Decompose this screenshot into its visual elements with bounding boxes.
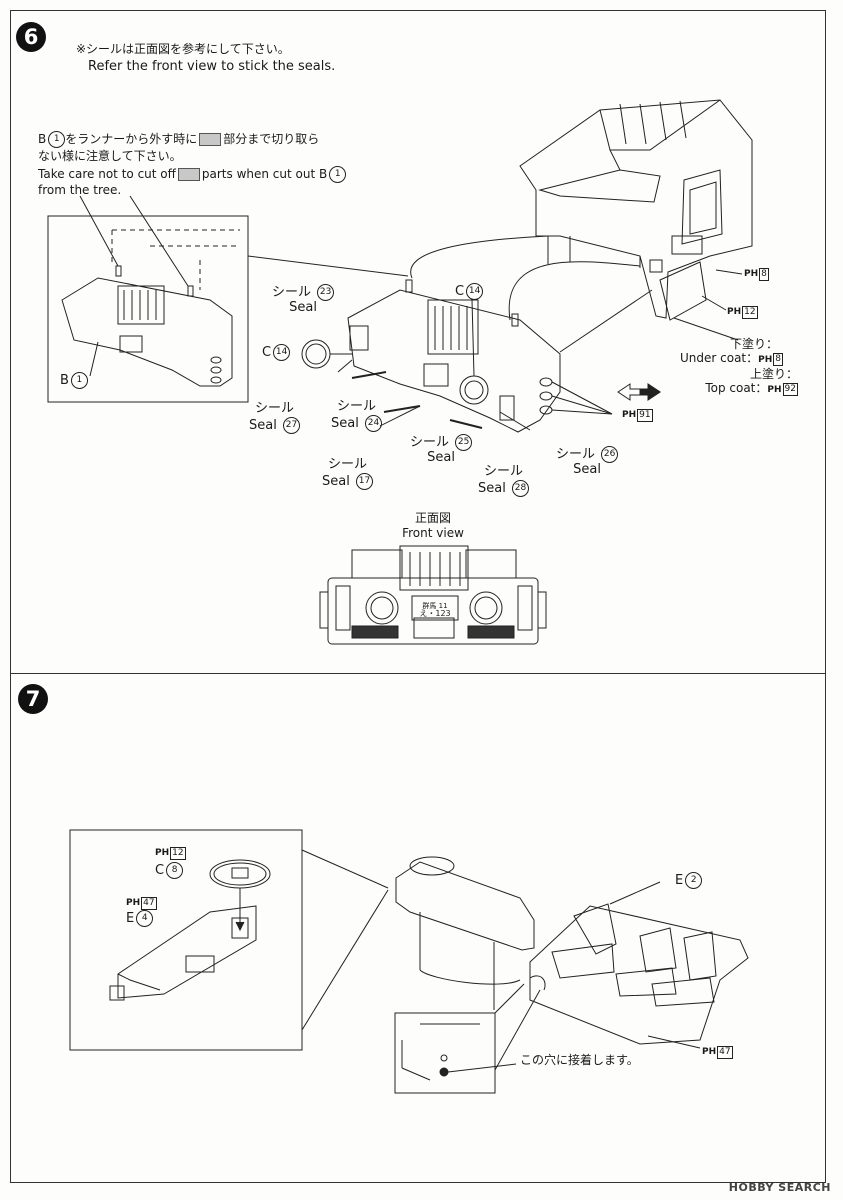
floor-e2: [530, 904, 748, 1044]
steering-inset-box: [70, 830, 302, 1050]
truck-cab: [520, 100, 752, 320]
watermark: HOBBY SEARCH: [728, 1181, 831, 1194]
dashboard-main: [396, 857, 534, 1010]
inset-leader-line: [248, 256, 408, 276]
plate-number: え・123: [419, 609, 450, 618]
page-frame: [10, 10, 826, 1183]
front-view-jp: 正面図: [414, 511, 451, 525]
step7-badge: 7: [18, 684, 48, 714]
cut-area-swatch: [199, 133, 222, 146]
plate-region: 群馬 11: [422, 601, 447, 610]
step6-badge: 6: [16, 22, 46, 52]
front-view-drawing: [320, 546, 546, 644]
front-view-en: Front view: [402, 526, 464, 540]
caution-jp-line2: ない様に注意して下さい。: [38, 149, 182, 163]
step6-note-jp: ※シールは正面図を参考にして下さい。: [76, 42, 290, 56]
caution-en-line2: from the tree.: [38, 183, 122, 197]
bumper-main: [348, 280, 560, 432]
step-divider: [10, 673, 826, 674]
glue-note: この穴に接着します。: [520, 1053, 639, 1067]
bumper-b1-inset: [62, 230, 240, 386]
cut-area-swatch-2: [177, 168, 200, 181]
dashboard-e4: [110, 906, 256, 1000]
glue-detail-box: [395, 1013, 495, 1093]
steering-wheel-c8: [210, 860, 270, 930]
step6-note-en: Refer the front view to stick the seals.: [88, 59, 336, 74]
bumper-inset-box: [48, 216, 248, 402]
